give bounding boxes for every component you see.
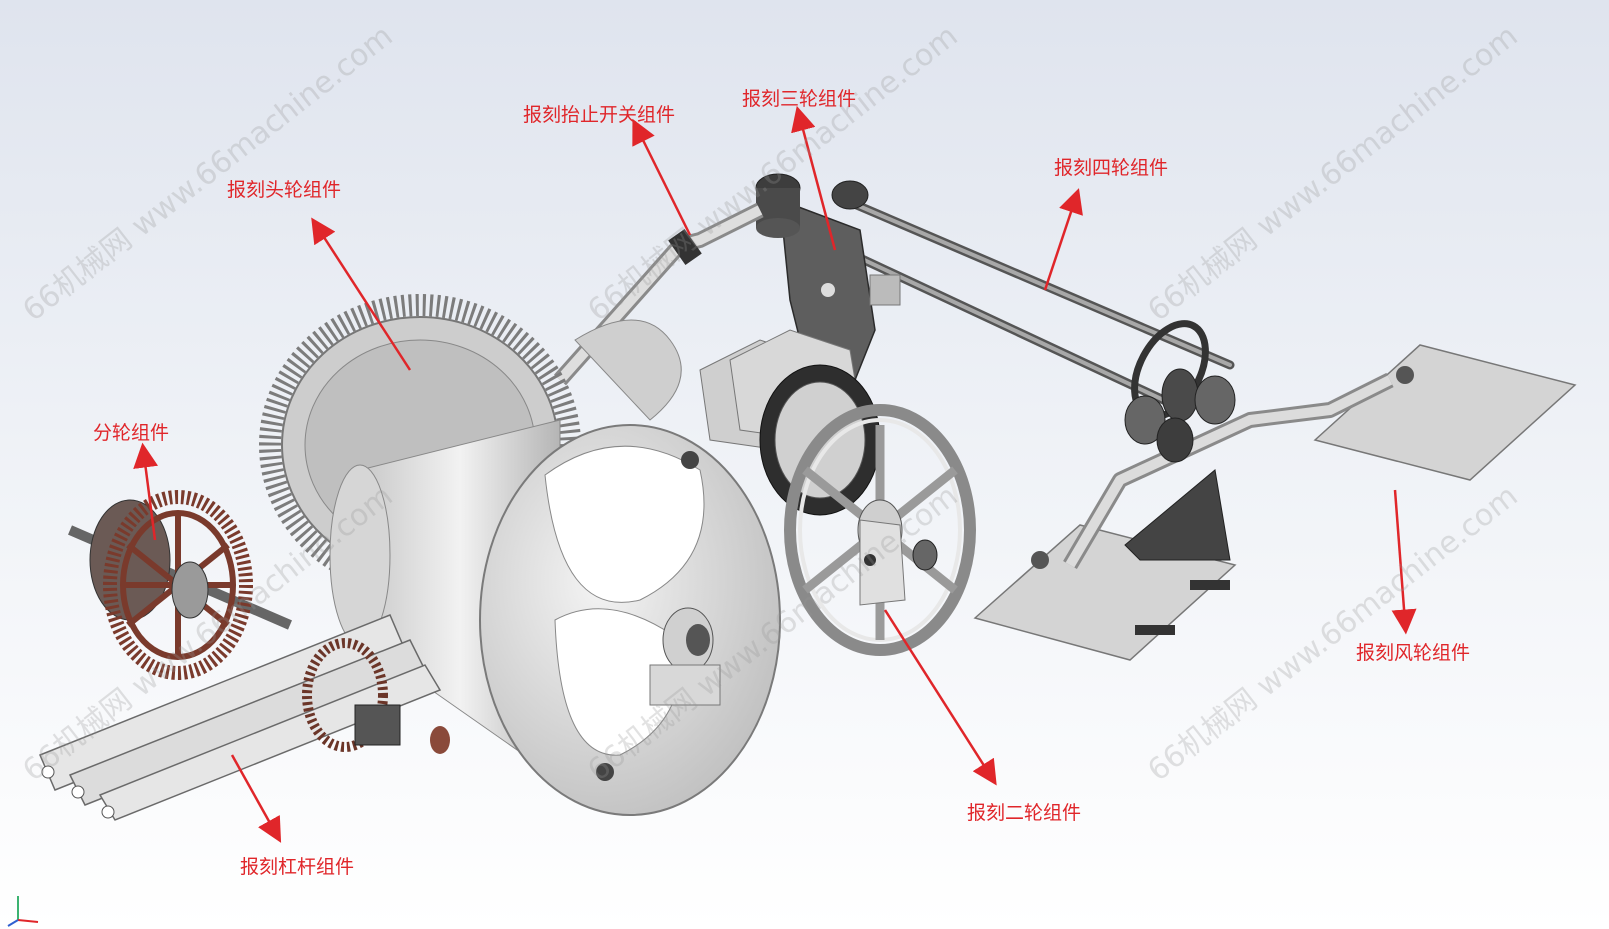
- label-lift-switch: 报刻抬止开关组件: [523, 104, 676, 126]
- arrow-head-wheel: [311, 217, 412, 371]
- arrow-second-wheel: [883, 609, 997, 786]
- label-lever: 报刻杠杆组件: [240, 856, 355, 878]
- label-second-wheel: 报刻二轮组件: [967, 802, 1082, 824]
- arrow-fourth-wheel: [1043, 188, 1083, 291]
- label-divider-wheel: 分轮组件: [93, 422, 170, 444]
- lift-switch-arm: [554, 202, 764, 421]
- arrow-divider-wheel: [133, 442, 159, 541]
- second-wheel: [784, 404, 976, 656]
- label-head-wheel: 报刻头轮组件: [227, 179, 342, 201]
- divider-wheel: [68, 490, 292, 680]
- wind-wheel-arm: [1031, 366, 1414, 570]
- annotation-arrows: [133, 105, 1417, 843]
- label-third-wheel: 报刻三轮组件: [742, 88, 857, 110]
- arrow-lever: [230, 754, 282, 843]
- arrow-third-wheel: [791, 105, 837, 251]
- label-fourth-wheel: 报刻四轮组件: [1054, 157, 1169, 179]
- label-wind-wheel: 报刻风轮组件: [1356, 642, 1471, 664]
- arrow-wind-wheel: [1391, 489, 1417, 635]
- fourth-wheel-shafts: [795, 195, 1236, 463]
- axis-triad: [7, 896, 39, 927]
- arrow-lift-switch: [632, 118, 692, 236]
- front-plate: [479, 424, 781, 816]
- lever-assembly: [39, 614, 450, 821]
